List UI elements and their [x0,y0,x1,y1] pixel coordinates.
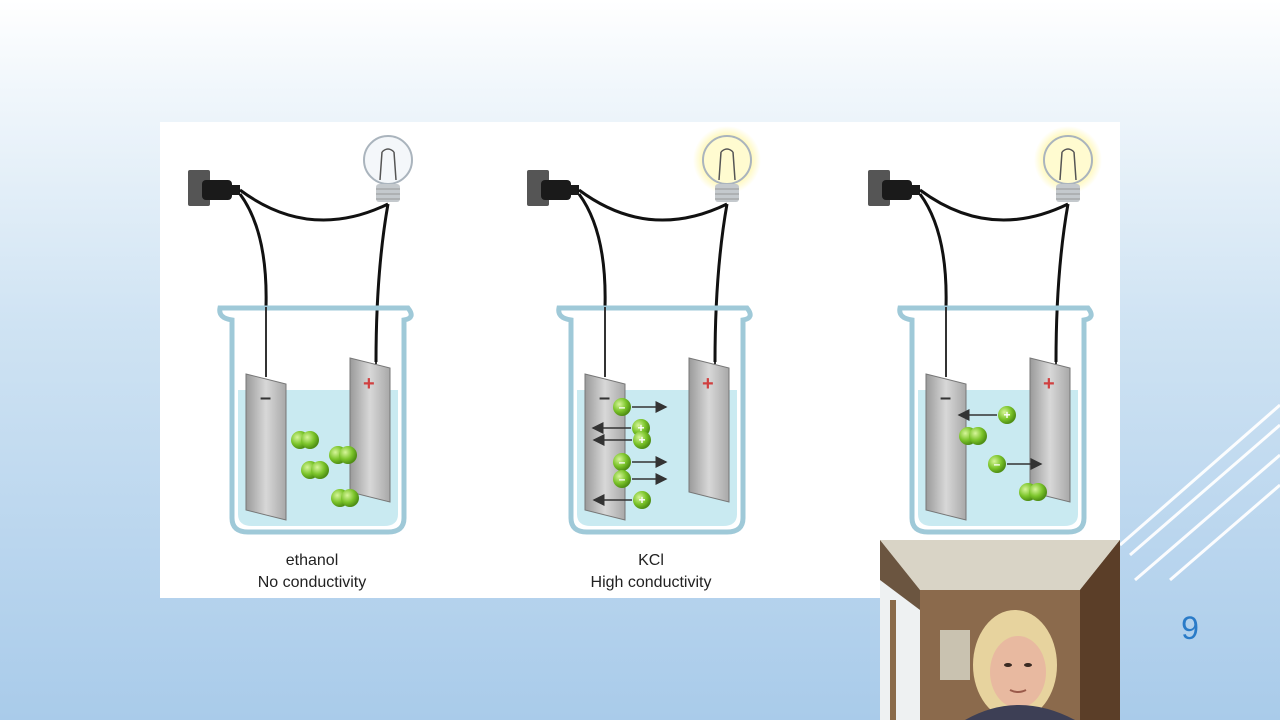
ion-charge: – [619,472,626,486]
positive-sign: + [1043,373,1055,395]
presenter-video-frame [880,540,1120,720]
neutral-molecule-atom [301,431,319,449]
power-plug [541,180,571,200]
ion-charge: + [638,493,645,507]
wire-top [579,190,727,220]
presenter-webcam [880,540,1120,720]
negative-sign: – [260,387,271,409]
neutral-molecule-atom [969,427,987,445]
wire-right [1056,204,1068,362]
power-plug-neck [228,185,240,195]
caption-ethanol: ethanol No conductivity [212,550,412,594]
ion-charge: – [619,400,626,414]
neutral-molecule-atom [339,446,357,464]
neutral-molecule-atom [311,461,329,479]
power-plug-neck [908,185,920,195]
power-plug-neck [567,185,579,195]
wire-left [240,194,266,307]
light-bulb [364,136,412,184]
positive-sign: + [702,373,714,395]
wire-left [579,194,605,307]
panel-ethanol: –+ [188,136,412,532]
wire-top [240,190,388,220]
decorative-lines [1110,395,1280,595]
ion-charge: + [638,433,645,447]
neutral-molecule-atom [341,489,359,507]
panel-caption-kcl: High conductivity [551,572,751,594]
panel-label-kcl: KCl [551,550,751,572]
wire-right [715,204,727,362]
light-bulb [1044,136,1092,184]
negative-sign: – [940,387,951,409]
wire-right [376,204,388,362]
panel-kcl: –+–++––+ [527,126,761,532]
panel-caption-ethanol: No conductivity [212,572,412,594]
caption-kcl: KCl High conductivity [551,550,751,594]
light-bulb [703,136,751,184]
slide-number: 9 [1172,610,1208,647]
neutral-molecule-atom [1029,483,1047,501]
panel-label-ethanol: ethanol [212,550,412,572]
negative-sign: – [599,387,610,409]
ion-charge: – [994,457,1001,471]
panel-mixed: – + + – [868,126,1102,532]
power-plug [882,180,912,200]
wire-left [920,194,946,307]
ion-charge: – [619,455,626,469]
conductivity-diagram: –+–+–++––+–++– [160,122,1120,598]
ion-charge: + [1003,408,1010,422]
wire-top [920,190,1068,220]
positive-sign: + [363,373,375,395]
power-plug [202,180,232,200]
conductivity-figure: –+–+–++––+–++– ethanol No conductivity K… [160,122,1120,598]
